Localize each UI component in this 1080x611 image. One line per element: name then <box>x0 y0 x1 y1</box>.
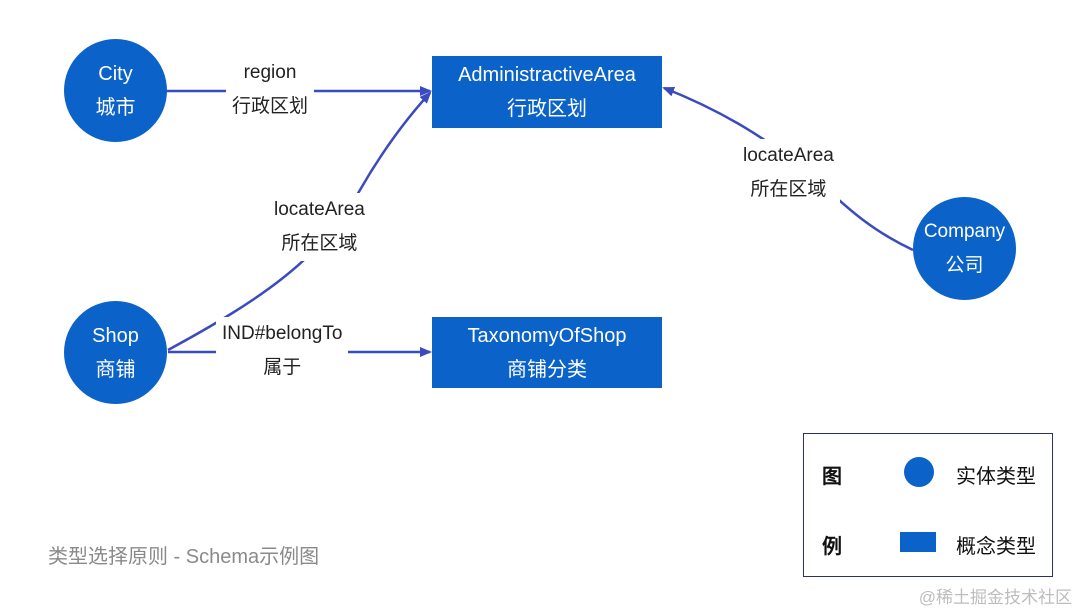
node-administractive-area[interactable]: AdministractiveArea 行政区划 <box>432 56 662 128</box>
edge-label-shop-locate-en: locateArea <box>274 199 365 220</box>
legend-concept-rect-icon <box>900 532 936 552</box>
node-company-zh: 公司 <box>945 254 984 276</box>
node-city-zh: 城市 <box>95 96 136 119</box>
legend-title-bottom: 例 <box>822 536 842 558</box>
node-taxonomy-of-shop[interactable]: TaxonomyOfShop 商铺分类 <box>432 317 662 388</box>
legend-concept-label: 概念类型 <box>956 536 1036 558</box>
node-admin-area-zh: 行政区划 <box>507 98 587 120</box>
node-taxonomy-zh: 商铺分类 <box>507 358 587 381</box>
edge-label-shop-locate: locateArea 所在区域 <box>268 193 371 261</box>
edge-label-company-locate-zh: 所在区域 <box>750 179 827 200</box>
node-city[interactable]: City 城市 <box>64 39 167 142</box>
edge-label-company-locate-en: locateArea <box>743 145 834 166</box>
legend-entity-circle-icon <box>904 457 934 487</box>
node-company[interactable]: Company 公司 <box>913 197 1016 300</box>
edge-label-shop-locate-zh: 所在区域 <box>281 233 358 254</box>
node-company-en: Company <box>923 220 1006 242</box>
node-city-en: City <box>98 62 133 85</box>
edge-label-region-zh: 行政区划 <box>232 96 309 117</box>
node-shop[interactable]: Shop 商铺 <box>64 301 167 404</box>
edge-label-belong-zh: 属于 <box>263 357 302 378</box>
node-taxonomy-en: TaxonomyOfShop <box>467 324 627 347</box>
legend: 图 例 实体类型 概念类型 <box>803 433 1053 577</box>
node-shop-zh: 商铺 <box>95 358 136 381</box>
node-admin-area-en: AdministractiveArea <box>458 64 636 86</box>
node-shop-en: Shop <box>92 324 139 347</box>
edge-label-company-locate: locateArea 所在区域 <box>737 139 840 207</box>
watermark: @稀土掘金技术社区 <box>918 588 1072 607</box>
legend-entity-label: 实体类型 <box>956 466 1036 488</box>
edge-label-region: region 行政区划 <box>226 56 315 124</box>
edge-label-belong-en: IND#belongTo <box>222 323 343 344</box>
edge-label-region-en: region <box>243 62 297 83</box>
diagram-caption: 类型选择原则 - Schema示例图 <box>48 546 320 568</box>
edge-label-belong: IND#belongTo 属于 <box>216 317 349 385</box>
legend-title-top: 图 <box>822 466 842 488</box>
